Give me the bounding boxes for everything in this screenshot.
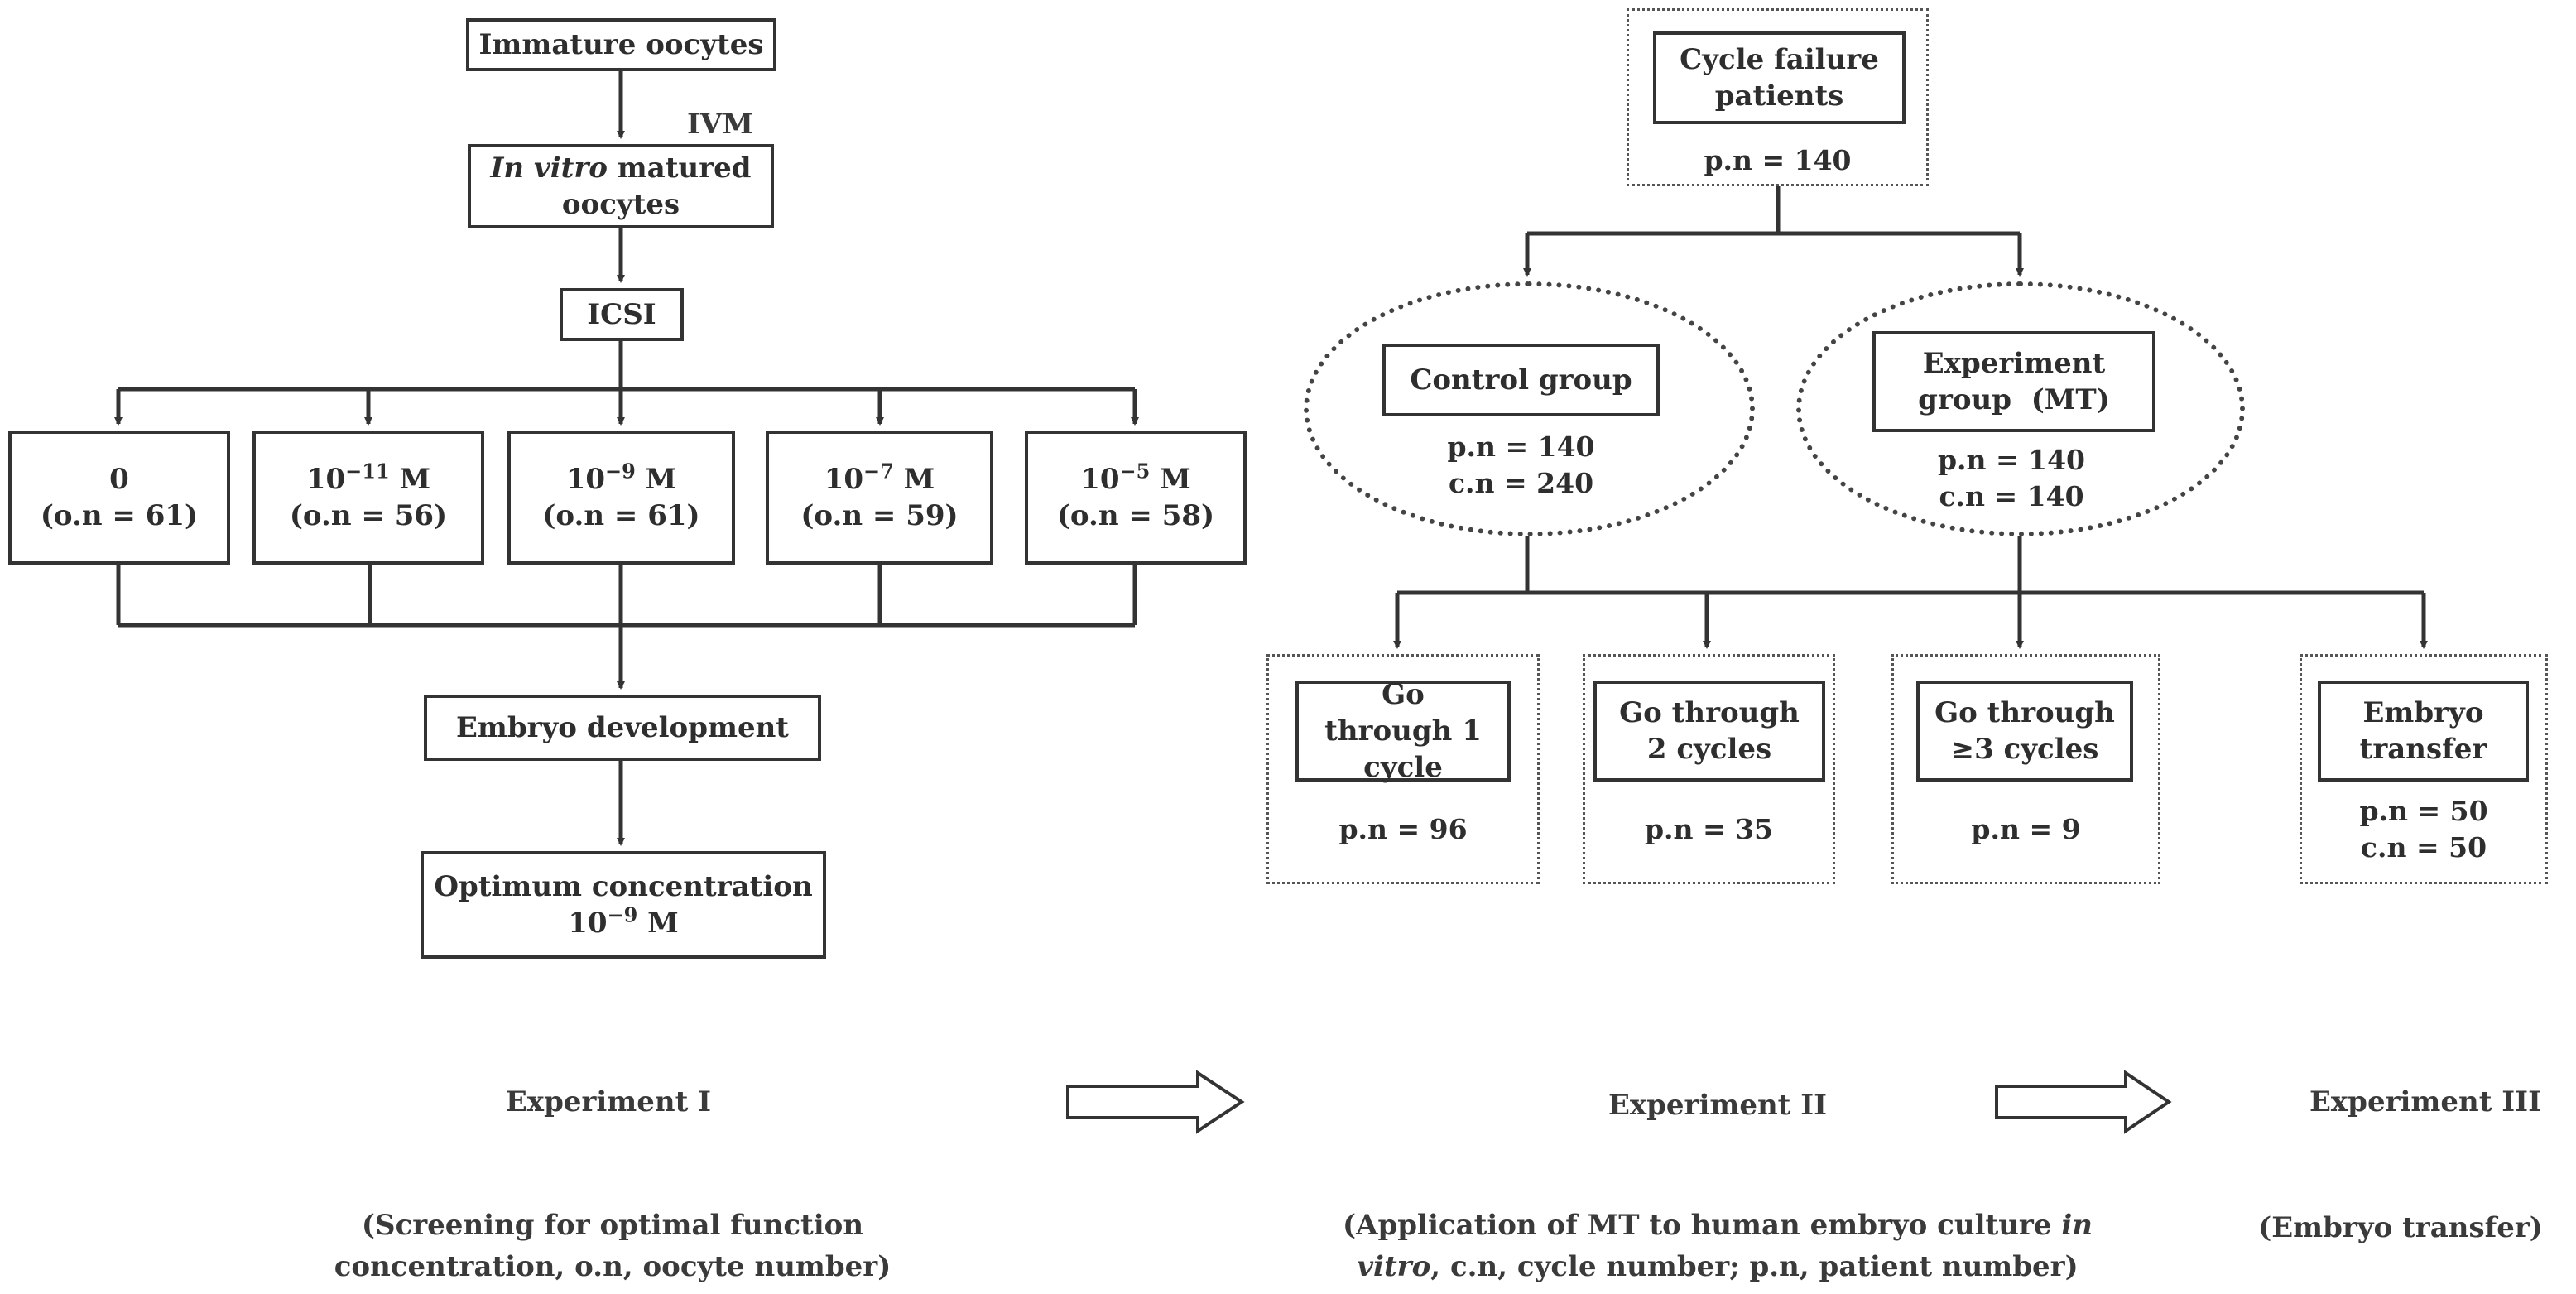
in-vitro-matured-box: In vitro matured oocytes — [468, 144, 774, 228]
embryo-transfer-box: Embryo transfer — [2318, 681, 2529, 782]
control-pn: p.n = 140 — [1447, 431, 1595, 463]
cycles2-pn: p.n = 35 — [1644, 813, 1774, 845]
experiment-1-title: Experiment I — [505, 1085, 712, 1118]
experiment-pn: p.n = 140 — [1937, 444, 2086, 476]
concentration-box-1: 10−11 M (o.n = 56) — [252, 431, 484, 565]
go-through-3-cycles-box: Go through ≥3 cycles — [1916, 681, 2133, 782]
embryo-development-box: Embryo development — [424, 695, 821, 761]
cycles1-pn: p.n = 96 — [1338, 813, 1468, 845]
cycles3-group — [1891, 654, 2160, 884]
concentration-box-0: 0 (o.n = 61) — [8, 431, 230, 565]
cycle-failure-box: Cycle failure patients — [1653, 31, 1906, 124]
icsi-box: ICSI — [560, 288, 684, 341]
experiment-3-title: Experiment III — [2309, 1085, 2541, 1118]
transfer-cn: c.n = 50 — [2360, 831, 2487, 863]
cycles2-group — [1583, 654, 1835, 884]
concentration-box-3: 10−7 M (o.n = 59) — [766, 431, 993, 565]
control-group-box: Control group — [1382, 344, 1660, 416]
control-group-oval — [1304, 281, 1755, 536]
experiment-1-caption: (Screening for optimal function concentr… — [334, 1209, 892, 1283]
go-through-1-cycle-box: Go through 1 cycle — [1295, 678, 1511, 784]
experiment-group-oval — [1796, 281, 2245, 536]
experiment-2-title: Experiment II — [1608, 1089, 1828, 1122]
experiment-3-caption: (Embryo transfer) — [2258, 1211, 2543, 1244]
arrow-exp1-to-exp2 — [1066, 1070, 1245, 1134]
control-cn: c.n = 240 — [1448, 467, 1594, 499]
cycles1-group — [1266, 654, 1540, 884]
optimum-concentration-box: Optimum concentration 10−9 M — [421, 851, 826, 959]
arrow-exp2-to-exp3 — [1995, 1070, 2172, 1134]
go-through-2-cycles-box: Go through 2 cycles — [1593, 681, 1825, 782]
concentration-box-2: 10−9 M (o.n = 61) — [507, 431, 735, 565]
experiment-cn: c.n = 140 — [1939, 480, 2084, 512]
experiment-2-caption: (Application of MT to human embryo cultu… — [1343, 1209, 2093, 1283]
experiment-group-box: Experiment group (MT) — [1872, 331, 2155, 432]
cycle-failure-pn: p.n = 140 — [1704, 144, 1852, 176]
ivm-label: IVM — [687, 108, 753, 141]
concentration-box-4: 10−5 M (o.n = 58) — [1025, 431, 1247, 565]
transfer-pn: p.n = 50 — [2359, 795, 2488, 827]
cycles3-pn: p.n = 9 — [1971, 813, 2081, 845]
embryo-transfer-group — [2300, 654, 2548, 884]
cycle-failure-group — [1627, 8, 1929, 186]
immature-oocytes-box: Immature oocytes — [466, 18, 776, 71]
